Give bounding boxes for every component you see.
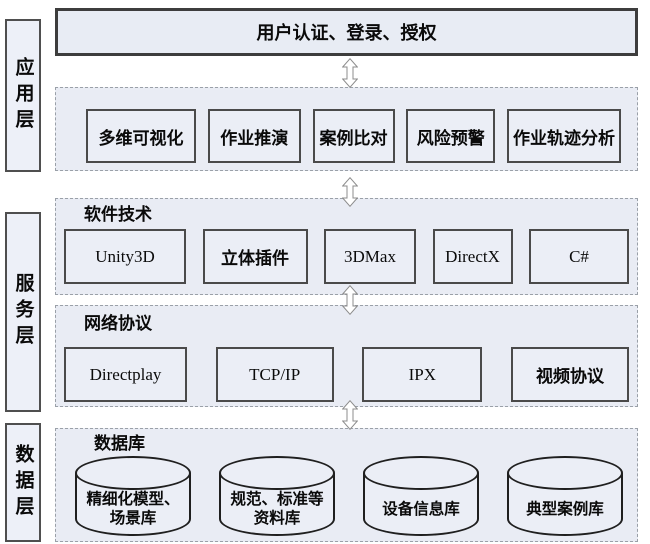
software-box-directx: DirectX (432, 229, 513, 284)
module-box-multidim-visualization: 多维可视化 (86, 109, 196, 163)
database-cylinders-row: 精细化模型、 场景库 规范、标准等 资料库 设备信息库 典型案例库 (56, 456, 637, 536)
cylinder-top (363, 456, 479, 490)
auth-login-box: 用户认证、登录、授权 (55, 8, 638, 56)
network-items-row: Directplay TCP/IP IPX 视频协议 (56, 347, 637, 402)
protocol-box-tcpip: TCP/IP (215, 347, 334, 402)
application-modules-panel: 多维可视化 作业推演 案例比对 风险预警 作业轨迹分析 (55, 87, 638, 171)
cylinder-label: 精细化模型、 场景库 (86, 491, 180, 527)
database-cylinder-equipment-info: 设备信息库 (363, 456, 479, 536)
cylinder-top (219, 456, 335, 490)
network-panel-title: 网络协议 (84, 314, 152, 333)
module-box-trajectory-analysis: 作业轨迹分析 (507, 109, 621, 163)
module-box-case-comparison: 案例比对 (312, 109, 395, 163)
layer-label-service: 服务层 (5, 212, 41, 412)
double-arrow-icon (342, 285, 358, 315)
protocol-box-directplay: Directplay (64, 347, 187, 402)
protocol-box-ipx: IPX (362, 347, 483, 402)
software-panel-title: 软件技术 (84, 205, 152, 224)
application-modules-row: 多维可视化 作业推演 案例比对 风险预警 作业轨迹分析 (56, 109, 637, 163)
software-box-stereo-plugin: 立体插件 (202, 229, 308, 284)
double-arrow-icon (342, 177, 358, 207)
cylinder-label: 设备信息库 (382, 500, 460, 518)
database-cylinder-standards: 规范、标准等 资料库 (219, 456, 335, 536)
network-protocol-panel: 网络协议 Directplay TCP/IP IPX 视频协议 (55, 305, 638, 407)
cylinder-top (507, 456, 623, 490)
database-panel: 数据库 精细化模型、 场景库 规范、标准等 资料库 设备信息库 典型案例库 (55, 428, 638, 542)
database-cylinder-typical-cases: 典型案例库 (507, 456, 623, 536)
protocol-box-video: 视频协议 (510, 347, 629, 402)
software-items-row: Unity3D 立体插件 3DMax DirectX C# (56, 229, 637, 284)
double-arrow-icon (342, 58, 358, 88)
layer-label-application: 应用层 (5, 19, 41, 172)
software-box-unity3d: Unity3D (64, 229, 186, 284)
cylinder-top (75, 456, 191, 490)
software-box-csharp: C# (529, 229, 629, 284)
module-box-risk-warning: 风险预警 (406, 109, 496, 163)
database-cylinder-refined-models: 精细化模型、 场景库 (75, 456, 191, 536)
cylinder-label: 典型案例库 (526, 500, 604, 518)
cylinder-label: 规范、标准等 资料库 (230, 491, 324, 527)
double-arrow-icon (342, 400, 358, 430)
module-box-operation-deduction: 作业推演 (207, 109, 301, 163)
software-technology-panel: 软件技术 Unity3D 立体插件 3DMax DirectX C# (55, 198, 638, 295)
database-panel-title: 数据库 (94, 434, 145, 453)
layer-label-data: 数据层 (5, 423, 41, 542)
software-box-3dmax: 3DMax (324, 229, 416, 284)
